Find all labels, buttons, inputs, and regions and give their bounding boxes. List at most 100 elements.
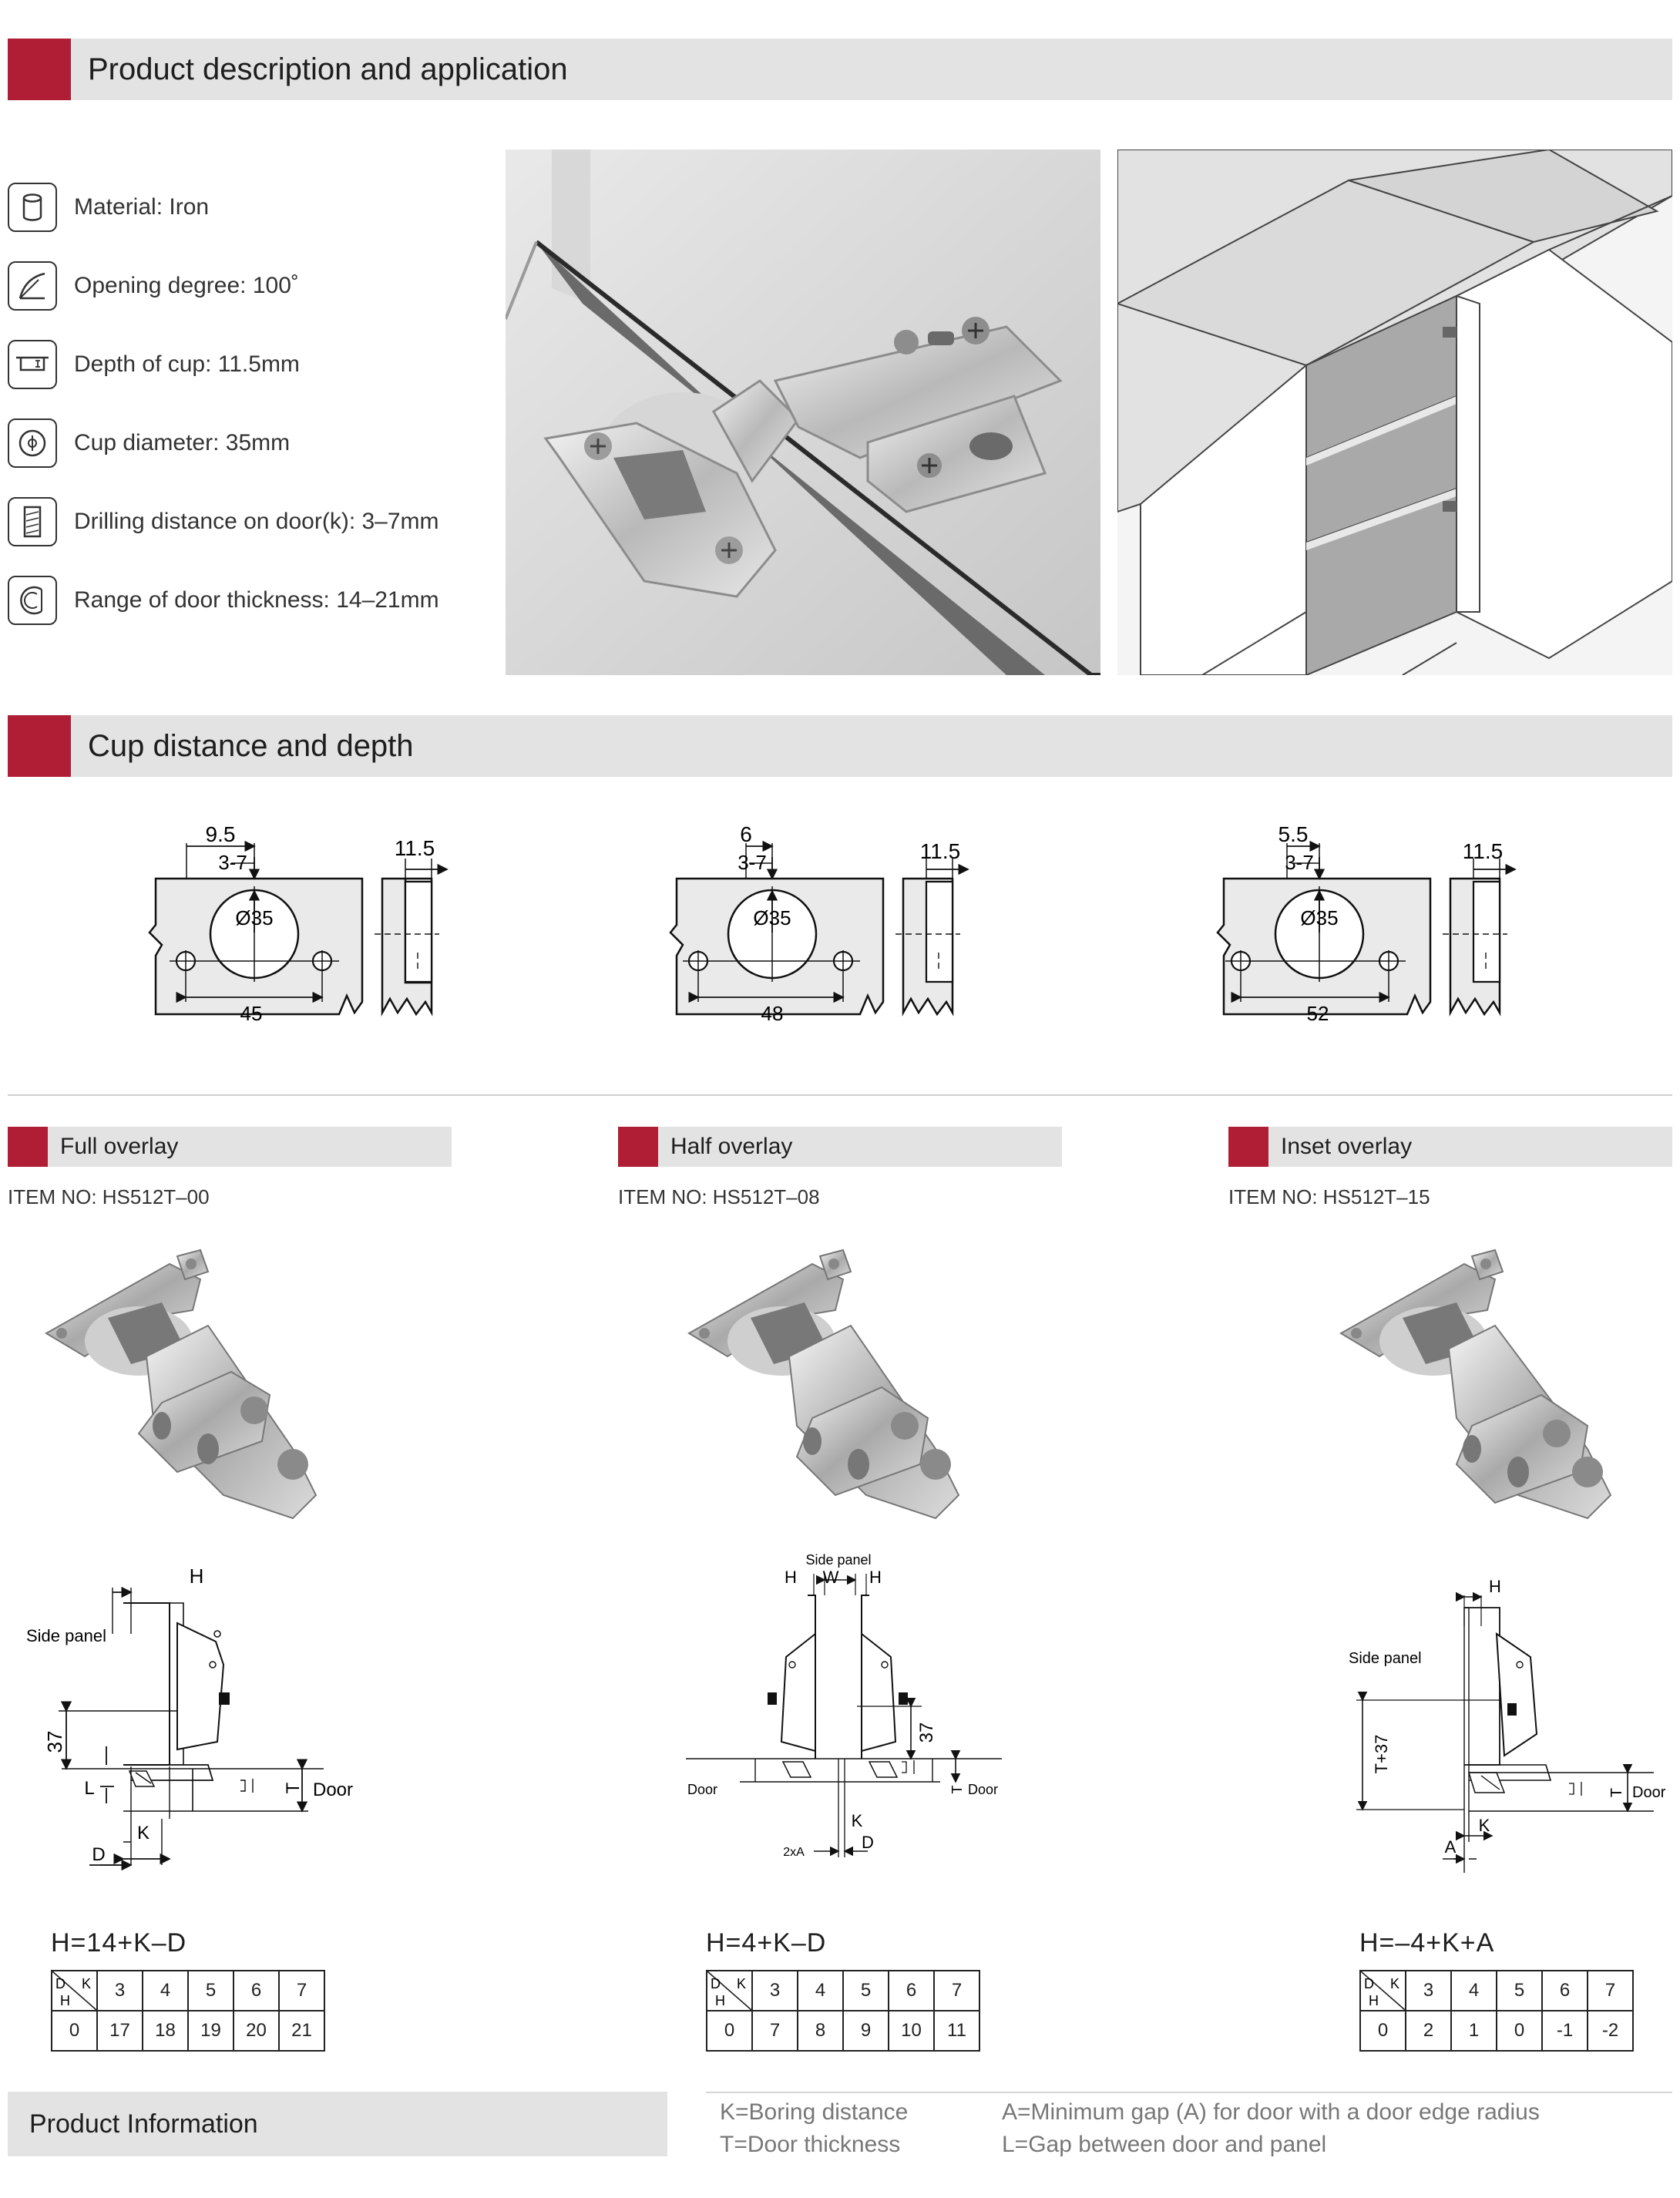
label-d: D [862,1833,874,1852]
section-accent [8,715,71,777]
section-header-product: Product description and application [8,39,1672,100]
cup-spacing-dim: 52 [1307,1002,1329,1025]
spec-material: Material: Iron [8,180,209,234]
table-corner: D K H [1359,1970,1406,2011]
table-cell: 6 [233,1970,280,2011]
table-inset: D K H 3 4 5 6 7 0 2 1 0 -1 -2 [1359,1970,1634,2052]
label-dim: 37 [916,1722,937,1743]
label-dim: 37 [43,1731,66,1753]
table-cell: 8 [797,2010,844,2052]
cup-range-dim: 3-7 [1285,851,1314,874]
table-label-k: K [1390,1976,1399,1991]
label-2xa: 2xA [783,1846,805,1859]
cup-top-dim: 6 [740,822,752,846]
label-k: K [137,1823,150,1843]
table-label-k: K [82,1976,91,1991]
section-title: Product description and application [88,52,568,86]
legend-k: K=Boring distance [720,2099,909,2125]
item-number: ITEM NO: HS512T–00 [8,1185,210,1208]
label-k: K [852,1811,863,1830]
table-cell: 10 [888,2010,935,2052]
label-side-panel: Side panel [1349,1650,1422,1667]
label-side-panel: Side panel [805,1552,871,1568]
spec-opening-degree: Opening degree: 100˚ [8,259,299,313]
formula-inset: H=–4+K+A [1359,1928,1495,1958]
tech-diagram-inset: H Side panel T+37 T Door K A [1349,1577,1666,1873]
table-label-d: D [1364,1976,1374,1991]
section-title: Product Information [29,2109,258,2139]
label-door: Door [313,1780,353,1800]
table-label-d: D [711,1976,721,1991]
table-corner: D K H [51,1970,98,2011]
table-cell: 4 [797,1970,844,2011]
hinge-installed-photo [506,150,1100,675]
table-label-h: H [60,1993,70,2008]
opening-angle-icon [8,261,57,311]
section-accent [8,39,71,100]
cup-diagram-inset: 5.5 3-7 Ø35 52 11.5 [1216,822,1517,1025]
table-cell: 0 [1359,2010,1406,2052]
cup-range-dim: 3-7 [218,851,247,874]
subheader-accent [1228,1127,1268,1167]
label-t: T [949,1786,965,1794]
hinge-image-inset [1339,1249,1612,1520]
label-h-right: H [869,1568,882,1587]
table-cell: 21 [278,2010,325,2052]
cup-spacing-dim: 45 [240,1002,263,1025]
table-cell: 7 [751,2010,798,2052]
hinge-image-full [45,1249,318,1520]
table-row: 0 7 8 9 10 11 [706,2010,980,2052]
table-cell: -1 [1541,2010,1588,2052]
label-h-left: H [785,1568,797,1587]
label-a: A [1445,1837,1457,1857]
table-cell: 3 [751,1970,798,2011]
table-cell: 5 [1496,1970,1543,2011]
table-row: 0 2 1 0 -1 -2 [1359,2010,1634,2052]
subheader-accent [8,1127,48,1167]
subheader-inset-overlay: Inset overlay [1228,1127,1672,1167]
label-dim: T+37 [1372,1735,1391,1774]
table-cell: 18 [142,2010,189,2052]
table-cell: 20 [233,2010,280,2052]
table-label-d: D [55,1976,66,1991]
drilling-distance-icon [8,497,57,546]
table-row: D K H 3 4 5 6 7 [1359,1970,1634,2011]
label-door-left: Door [687,1782,717,1797]
table-corner: D K H [706,1970,753,2011]
cup-diagram-half: 6 3-7 Ø35 48 11.5 [669,822,969,1025]
cup-diameter-dim: Ø35 [235,906,273,929]
legend-divider [706,2092,1672,2093]
table-cell: 2 [1405,2010,1452,2052]
cup-diameter-icon [8,418,57,468]
table-cell: 6 [888,1970,935,2011]
legend-t: T=Door thickness [720,2132,901,2157]
subheader-full-overlay: Full overlay [8,1127,452,1167]
cup-depth-icon [8,340,57,389]
legend-a: A=Minimum gap (A) for door with a door e… [1002,2099,1540,2125]
label-door-right: Door [968,1782,998,1797]
table-cell: 19 [187,2010,234,2052]
label-l: L [84,1778,94,1799]
cup-diameter-dim: Ø35 [1300,906,1338,929]
item-number: ITEM NO: HS512T–08 [618,1185,820,1208]
label-k: K [1479,1816,1490,1835]
label-d: D [92,1844,105,1865]
cabinet-illustration [1117,150,1672,675]
cup-depth-dim: 11.5 [920,839,960,863]
formula-half: H=4+K–D [706,1928,827,1958]
cup-range-dim: 3-7 [738,851,767,874]
spec-label: Range of door thickness: 14–21mm [74,587,439,613]
subheader-half-overlay: Half overlay [618,1127,1062,1167]
table-cell: 6 [1541,1970,1588,2011]
spec-cup-depth: Depth of cup: 11.5mm [8,338,300,392]
table-full: D K H 3 4 5 6 7 0 17 18 19 20 21 [51,1970,325,2052]
spec-label: Material: Iron [74,194,210,220]
table-cell: 4 [1450,1970,1497,2011]
cup-top-dim: 9.5 [206,822,236,846]
cup-depth-dim: 11.5 [1463,839,1503,863]
cup-diameter-dim: Ø35 [753,906,791,929]
table-cell: 1 [1450,2010,1497,2052]
table-half: D K H 3 4 5 6 7 0 7 8 9 10 11 [706,1970,980,2052]
spec-label: Opening degree: 100˚ [74,273,299,298]
subheader-accent [618,1127,658,1167]
